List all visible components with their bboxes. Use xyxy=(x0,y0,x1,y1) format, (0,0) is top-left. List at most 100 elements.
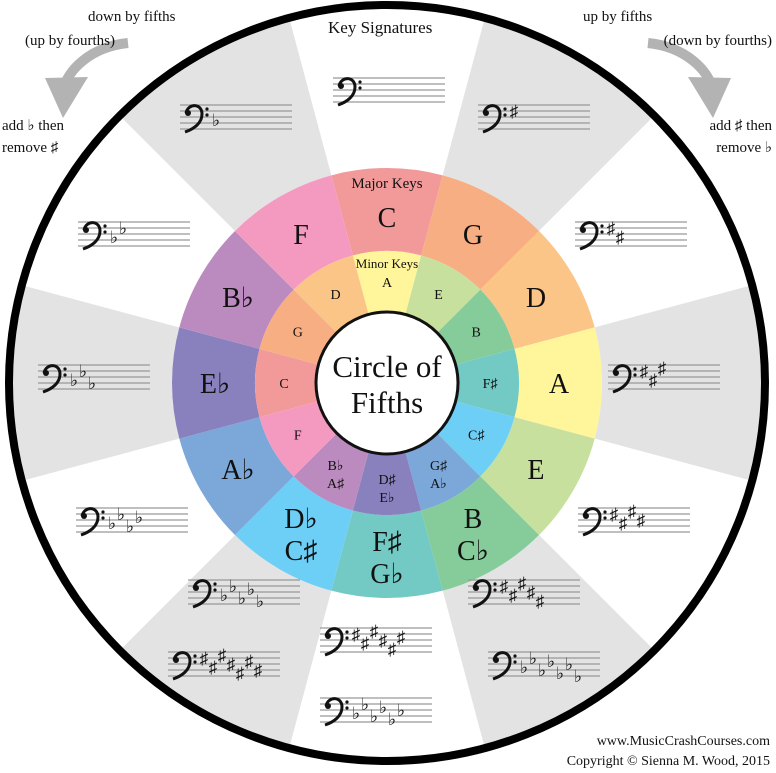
bass-clef-dot xyxy=(193,660,197,664)
bass-clef-dot xyxy=(63,367,67,371)
minor-key-label: B xyxy=(472,326,481,341)
sharp-icon: ♯ xyxy=(616,228,625,247)
bass-clef-icon xyxy=(472,579,492,609)
bass-clef-dot xyxy=(103,224,107,228)
flat-icon: ♭ xyxy=(108,514,116,533)
major-key-label: D♭ xyxy=(284,504,317,535)
bass-clef-icon xyxy=(324,697,344,727)
key-signature-staff: ♯♯♯♯♯♯♯ xyxy=(168,646,280,683)
bass-clef-icon xyxy=(579,221,599,251)
bass-clef-icon xyxy=(325,633,331,639)
minor-key-segment xyxy=(259,401,337,477)
sharp-icon: ♯ xyxy=(527,583,536,602)
minor-key-label: A♭ xyxy=(430,477,447,492)
right-direction-rule2: remove ♭ xyxy=(716,140,772,156)
minor-key-label: A xyxy=(382,276,393,291)
key-signature-staff: ♯♯♯♯ xyxy=(578,502,690,537)
sharp-icon: ♯ xyxy=(245,652,254,671)
sharp-icon: ♯ xyxy=(518,574,527,593)
flat-icon: ♭ xyxy=(520,658,528,677)
bass-clef-dot xyxy=(503,107,507,111)
bass-clef-dot xyxy=(345,700,349,704)
bass-clef-dot xyxy=(345,636,349,640)
bass-clef-icon xyxy=(583,513,589,519)
flat-icon: ♭ xyxy=(397,701,405,720)
bass-clef-icon xyxy=(80,507,100,537)
major-key-label: C♯ xyxy=(285,536,318,567)
bass-clef-dot xyxy=(600,230,604,234)
bass-clef-icon xyxy=(580,227,586,233)
bass-clef-icon xyxy=(83,227,89,233)
bass-clef-dot xyxy=(513,660,517,664)
bass-clef-icon xyxy=(582,507,602,537)
flat-icon: ♭ xyxy=(119,219,127,238)
sharp-icon: ♯ xyxy=(254,661,263,680)
flat-icon: ♭ xyxy=(361,695,369,714)
key-signature-staff: ♭♭♭♭ xyxy=(76,505,188,537)
left-direction-rule1: add ♭ then xyxy=(2,118,65,134)
bass-clef-dot xyxy=(103,230,107,234)
bass-clef-icon xyxy=(173,657,179,663)
flat-icon: ♭ xyxy=(529,649,537,668)
major-key-segment xyxy=(179,230,294,349)
right-direction-line1: up by fifths xyxy=(583,9,653,25)
flat-icon: ♭ xyxy=(79,362,87,381)
bass-clef-dot xyxy=(205,113,209,117)
flat-icon: ♭ xyxy=(126,517,134,536)
sharp-icon: ♯ xyxy=(649,371,658,390)
sharp-icon: ♯ xyxy=(510,102,519,121)
footer-copyright: Copyright © Sienna M. Wood, 2015 xyxy=(566,754,770,769)
bass-clef-dot xyxy=(345,630,349,634)
bass-clef-dot xyxy=(513,654,517,658)
major-key-segment xyxy=(331,510,443,598)
flat-icon: ♭ xyxy=(388,710,396,729)
bass-clef-dot xyxy=(493,588,497,592)
minor-key-label: C♯ xyxy=(468,429,485,444)
sharp-icon: ♯ xyxy=(227,655,236,674)
major-key-segment xyxy=(421,476,540,591)
bass-clef-icon xyxy=(185,110,191,116)
bass-clef-dot xyxy=(213,582,217,586)
flat-icon: ♭ xyxy=(88,374,96,393)
minor-key-segment xyxy=(455,348,519,418)
key-signature-wedge xyxy=(119,535,332,749)
sharp-icon: ♯ xyxy=(361,634,370,653)
minor-key-label: D♯ xyxy=(378,473,396,488)
sharp-icon: ♯ xyxy=(209,658,218,677)
flat-icon: ♭ xyxy=(352,704,360,723)
major-key-segment xyxy=(421,175,540,290)
key-signature-staff: ♭♭♭ xyxy=(38,362,150,394)
flat-icon: ♭ xyxy=(379,698,387,717)
bass-clef-dot xyxy=(493,582,497,586)
bass-clef-dot xyxy=(358,86,362,90)
bass-clef-dot xyxy=(633,367,637,371)
major-key-label: A xyxy=(549,369,570,400)
sharp-icon: ♯ xyxy=(352,625,361,644)
bass-clef-icon xyxy=(192,579,212,609)
bass-clef-dot xyxy=(193,654,197,658)
major-key-label: D xyxy=(526,283,546,314)
minor-key-label: F♯ xyxy=(483,377,499,392)
key-signature-staff: ♭ xyxy=(180,104,292,134)
bass-clef-dot xyxy=(633,373,637,377)
bass-clef-icon xyxy=(42,364,62,394)
sharp-icon: ♯ xyxy=(397,628,406,647)
sharp-icon: ♯ xyxy=(637,511,646,530)
bass-clef-dot xyxy=(603,510,607,514)
flat-icon: ♭ xyxy=(565,655,573,674)
sharp-icon: ♯ xyxy=(509,586,518,605)
major-key-label: E xyxy=(527,455,544,486)
sharp-icon: ♯ xyxy=(619,514,628,533)
bass-clef-dot xyxy=(600,224,604,228)
key-signature-staff: ♭♭♭♭♭♭ xyxy=(320,695,432,729)
bass-clef-icon xyxy=(492,651,512,681)
bass-clef-icon xyxy=(483,110,489,116)
flat-icon: ♭ xyxy=(229,577,237,596)
sharp-icon: ♯ xyxy=(610,505,619,524)
left-direction-rule2: remove ♯ xyxy=(2,140,59,156)
sharp-icon: ♯ xyxy=(218,646,227,665)
bass-clef-icon xyxy=(613,370,619,376)
bass-clef-icon xyxy=(324,627,344,657)
sharp-icon: ♯ xyxy=(500,577,509,596)
footer-website: www.MusicCrashCourses.com xyxy=(596,734,770,749)
